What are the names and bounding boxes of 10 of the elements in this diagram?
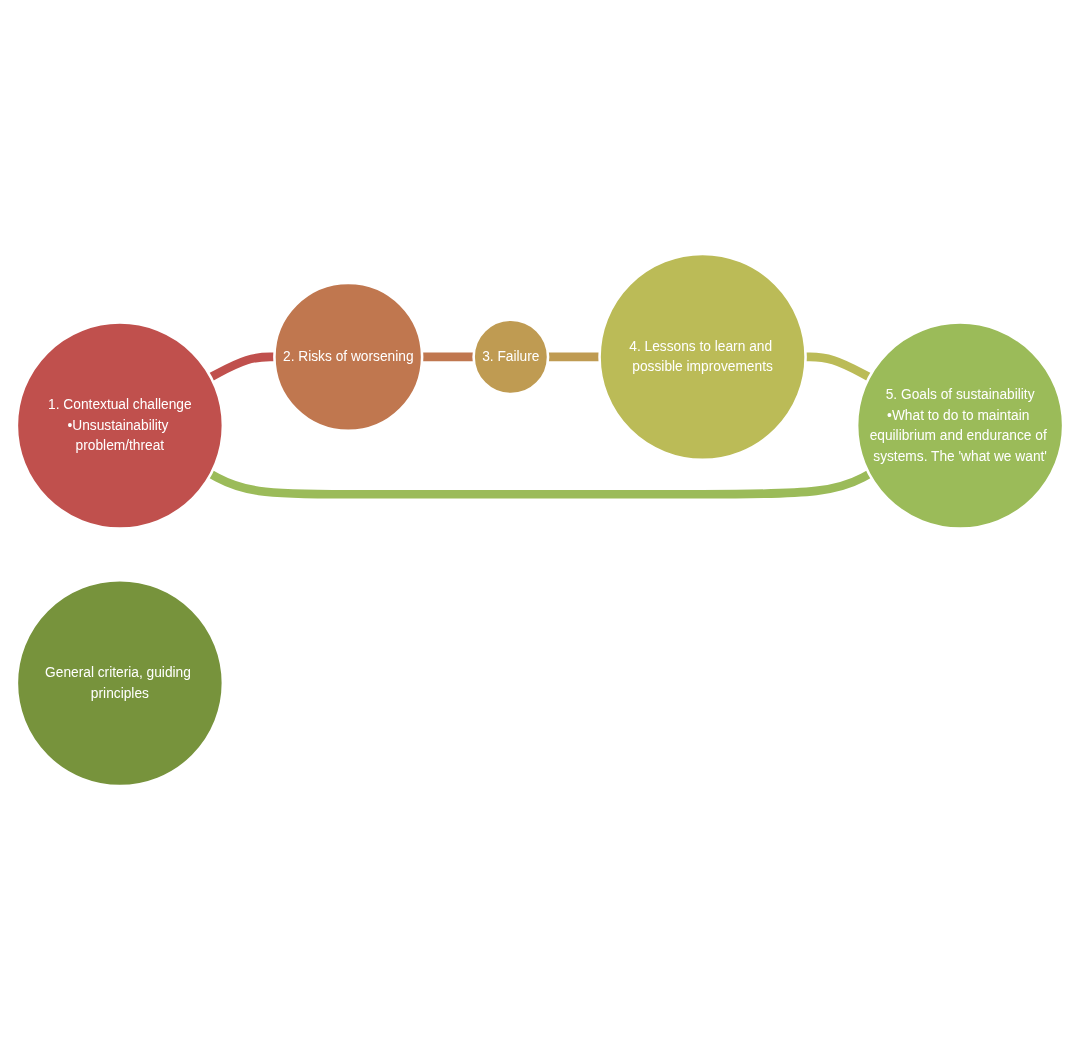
node-circle: 2. Risks of worsening <box>272 281 423 432</box>
connector <box>421 352 474 361</box>
connector <box>805 352 871 381</box>
connector <box>547 352 600 361</box>
node-circle: General criteria, guiding principles <box>15 578 224 787</box>
connector <box>208 352 274 381</box>
node-circle: 5. Goals of sustainability •What to do to maintain equilibrium and endurance of systems. The 'what we want' <box>855 320 1064 530</box>
node-circle: 1. Contextual challenge •Unsustainability problem/threat <box>15 320 224 530</box>
connector <box>208 469 871 499</box>
node-circle: 4. Lessons to learn and possible improvements <box>597 252 807 461</box>
